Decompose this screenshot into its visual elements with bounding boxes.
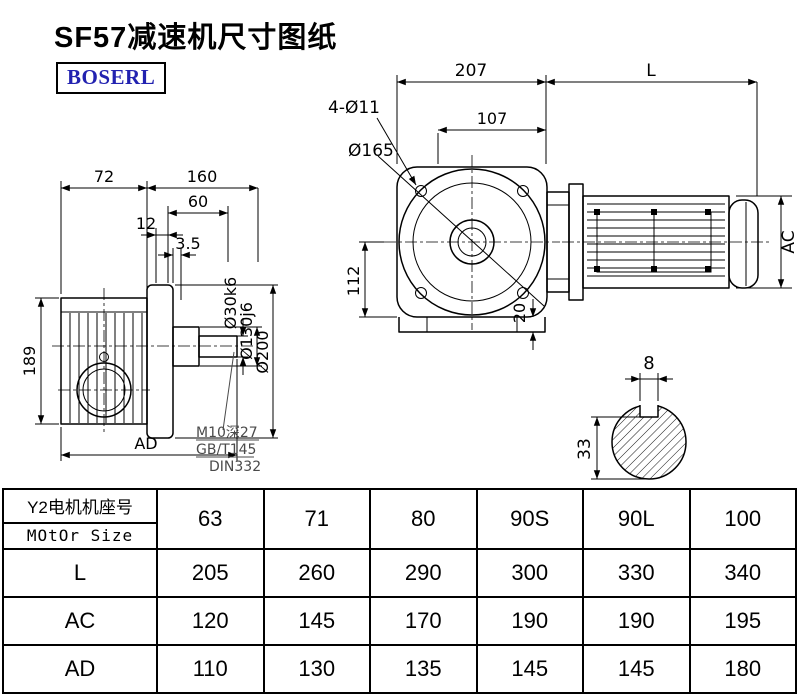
- value-cell: 340: [688, 548, 797, 598]
- value-cell: 190: [582, 596, 691, 646]
- dim-33-label: 33: [575, 438, 595, 460]
- right-view: [384, 155, 772, 333]
- dim-160-label: 160: [187, 167, 218, 186]
- table-row-AD: AD 110 130 135 145 145 180: [2, 644, 797, 694]
- table-header-row: Y2电机机座号 MOtOr Size 63 71 80 90S 90L 100: [2, 488, 797, 550]
- dim-12-label: 12: [136, 214, 156, 233]
- table-row-L: L 205 260 290 300 330 340: [2, 548, 797, 598]
- value-cell: 135: [369, 644, 478, 694]
- dim-3p5-label: 3.5: [175, 234, 200, 253]
- value-cell: 170: [369, 596, 478, 646]
- left-view-dimensions: 72 160 60 12 3.5 189: [20, 167, 278, 475]
- dim-112-label: 112: [344, 266, 363, 297]
- dim-207-label: 207: [455, 61, 487, 81]
- row-label-cell: AC: [2, 596, 158, 646]
- value-cell: 330: [582, 548, 691, 598]
- value-cell: 180: [688, 644, 797, 694]
- left-view: [52, 284, 254, 439]
- technical-drawing: 72 160 60 12 3.5 189: [20, 61, 799, 480]
- page-title: SF57减速机尺寸图纸: [54, 22, 338, 54]
- size-header-cell: 100: [688, 488, 797, 550]
- value-cell: 120: [156, 596, 265, 646]
- value-cell: 195: [688, 596, 797, 646]
- value-cell: 300: [475, 548, 584, 598]
- dia-30-label: Ø30k6: [221, 277, 240, 329]
- size-header-cell: 63: [156, 488, 265, 550]
- dim-107-label: 107: [477, 109, 508, 128]
- thread-note-line3: DIN332: [209, 459, 261, 475]
- size-header-cell: 90L: [582, 488, 691, 550]
- size-header-cell: 80: [369, 488, 478, 550]
- dim-l-label: L: [646, 61, 656, 81]
- value-cell: 130: [262, 644, 371, 694]
- bolt-pattern-label: 4-Ø11: [328, 98, 380, 118]
- motor-size-header: Y2电机机座号 MOtOr Size: [2, 488, 158, 550]
- value-cell: 290: [369, 548, 478, 598]
- value-cell: 145: [582, 644, 691, 694]
- value-cell: 110: [156, 644, 265, 694]
- value-cell: 260: [262, 548, 371, 598]
- dia-165-label: Ø165: [348, 141, 394, 161]
- dim-72-label: 72: [94, 167, 114, 186]
- value-cell: 145: [262, 596, 371, 646]
- dim-189-label: 189: [20, 346, 39, 377]
- dim-20-label: 20: [510, 303, 529, 323]
- dia-200-label: Ø200: [253, 330, 272, 373]
- motor-size-header-cn: Y2电机机座号: [4, 490, 156, 524]
- dim-ad-label: AD: [134, 434, 157, 453]
- brand-logo: BOSERL: [56, 62, 167, 94]
- dim-60-label: 60: [188, 192, 208, 211]
- right-view-dimensions: 207 L 107 4-Ø11 Ø165 112 20: [328, 61, 799, 350]
- table-row-AC: AC 120 145 170 190 190 195: [2, 596, 797, 646]
- value-cell: 145: [475, 644, 584, 694]
- thread-note-line1: M10深27: [196, 425, 258, 441]
- dia-130-label: Ø130j6: [237, 302, 256, 360]
- size-header-cell: 90S: [475, 488, 584, 550]
- dim-8-label: 8: [643, 353, 654, 374]
- value-cell: 190: [475, 596, 584, 646]
- motor-size-header-en: MOtOr Size: [26, 526, 134, 545]
- value-cell: 205: [156, 548, 265, 598]
- thread-note-line2: GB/T145: [196, 442, 256, 458]
- shaft-section-view: 8 33: [575, 353, 687, 480]
- row-label-cell: L: [2, 548, 158, 598]
- dimension-table: Y2电机机座号 MOtOr Size 63 71 80 90S 90L 100 …: [2, 488, 797, 694]
- row-label-cell: AD: [2, 644, 158, 694]
- size-header-cell: 71: [262, 488, 371, 550]
- dim-ac-label: AC: [779, 230, 799, 253]
